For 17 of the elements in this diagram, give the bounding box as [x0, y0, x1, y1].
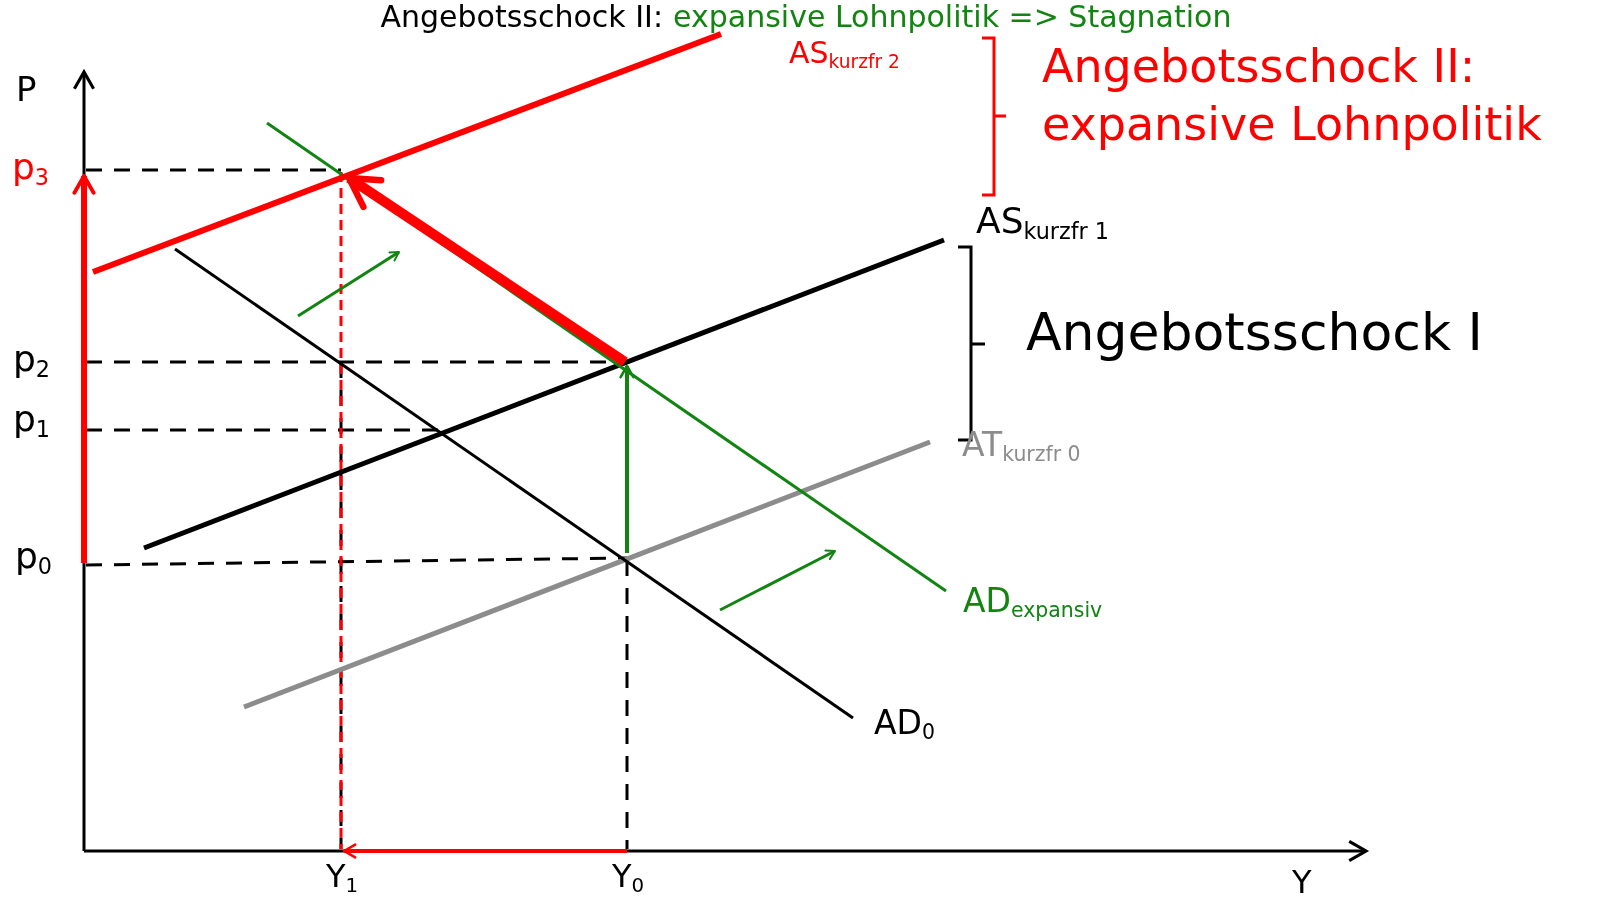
axis-label: Y: [1292, 862, 1312, 902]
tick-label: Y$_{1}$: [326, 856, 359, 899]
axis-label: P: [16, 68, 37, 111]
tick-label: p$_{3}$: [12, 145, 50, 192]
tick-label: p$_{0}$: [15, 534, 53, 581]
tick-label: p$_{1}$: [13, 397, 51, 444]
curve-label: AS$_{kurzfr 1}$: [976, 199, 1110, 246]
annotation-text: Angebotsschock II: expansive Lohnpolitik: [1042, 38, 1543, 153]
curve-label: AD$_{0}$: [874, 702, 935, 746]
tick-label: p$_{2}$: [13, 337, 51, 384]
title-text: Angebotsschock II:: [380, 0, 664, 34]
tick-label: Y$_{0}$: [612, 856, 645, 899]
annotation-text: Angebotsschock I: [1026, 301, 1483, 364]
curve-label: AT$_{kurzfr 0}$: [962, 424, 1081, 468]
title-text: expansive Lohnpolitik => Stagnation: [673, 0, 1232, 34]
curve-label: AD$_{expansiv}$: [963, 580, 1103, 624]
curve-label: AS$_{kurzfr 2}$: [789, 34, 900, 73]
